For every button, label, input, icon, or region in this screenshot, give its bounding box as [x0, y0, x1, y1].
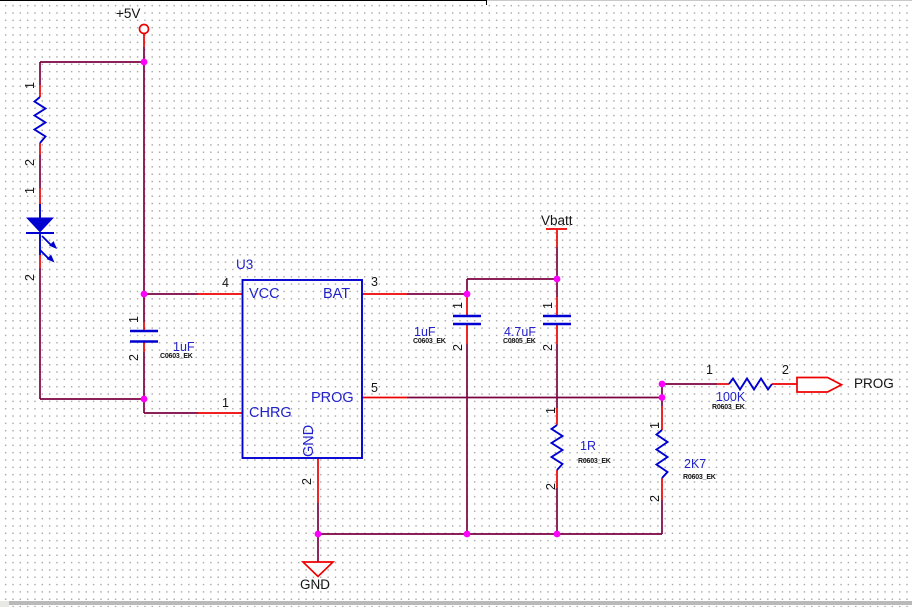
r3-footprint: R0603_EK [712, 404, 745, 411]
bottom-scrollbar-notch [0, 601, 9, 607]
top-border-dark [0, 0, 487, 1]
capacitor-c1-symbol[interactable] [130, 329, 158, 343]
ic-pin-number-1: 1 [222, 396, 229, 410]
net-label-gnd[interactable]: GND [300, 577, 330, 592]
c2-footprint: C0603_EK [413, 338, 446, 345]
resistor-1r-symbol[interactable] [549, 424, 565, 471]
power-port-gnd[interactable] [300, 561, 336, 578]
led-symbol[interactable] [26, 204, 57, 263]
top-border-light [487, 0, 912, 1]
ic-designator[interactable]: U3 [236, 257, 254, 272]
r-left-pin1-number: 1 [23, 82, 37, 89]
wire-vbatt-net[interactable] [407, 247, 558, 297]
led-emission-arrows [38, 235, 57, 263]
r1-pin2-number: 2 [544, 483, 558, 490]
c1-pin1-number: 1 [127, 316, 141, 323]
ic-pin-number-4: 4 [222, 276, 229, 290]
top-border-tick [486, 0, 487, 5]
c3-value[interactable]: 4.7uF [504, 325, 536, 339]
capacitor-c2-symbol[interactable] [453, 314, 481, 326]
capacitor-c3-symbol[interactable] [543, 314, 571, 326]
led-pin1-number: 1 [23, 187, 37, 194]
wire-5v-rail[interactable] [39, 47, 145, 322]
c1-pin2-number: 2 [127, 354, 141, 361]
r1-value[interactable]: 1R [580, 439, 596, 453]
r1-pin1-number: 1 [544, 407, 558, 414]
port-label-prog[interactable]: PROG [854, 376, 894, 391]
r3-pin1-number: 1 [706, 363, 713, 377]
resistor-100k-symbol[interactable] [728, 376, 773, 392]
power-port-5v[interactable] [138, 23, 150, 35]
bottom-scrollbar-edge[interactable] [0, 601, 912, 605]
c2-value[interactable]: 1uF [414, 325, 436, 339]
c3-pin2-number: 2 [541, 344, 555, 351]
ic-pin-number-2: 2 [300, 478, 314, 485]
c1-value[interactable]: 1uF [173, 340, 195, 354]
net-label-5v[interactable]: +5V [116, 6, 141, 21]
ic-pin-name-chrg: CHRG [249, 405, 292, 421]
r2-value[interactable]: 2K7 [684, 457, 707, 471]
ic-pin-name-bat: BAT [323, 286, 351, 302]
r-left-pin2-number: 2 [23, 159, 37, 166]
net-label-vbatt[interactable]: Vbatt [541, 213, 573, 228]
r2-pin1-number: 1 [648, 422, 662, 429]
r3-pin2-number: 2 [782, 363, 789, 377]
c3-pin1-number: 1 [541, 302, 555, 309]
ic-pin-number-3: 3 [371, 275, 378, 289]
c3-footprint: C0805_EK [503, 338, 536, 345]
ic-pin-name-vcc: VCC [249, 286, 280, 302]
c2-pin2-number: 2 [451, 344, 465, 351]
port-prog[interactable] [796, 376, 844, 393]
led-pin2-number: 2 [23, 274, 37, 281]
r2-pin2-number: 2 [648, 495, 662, 502]
c2-pin1-number: 1 [451, 302, 465, 309]
junction-dots [140, 58, 666, 538]
resistor-2k7-symbol[interactable] [654, 429, 670, 479]
resistor-left-symbol[interactable] [32, 96, 48, 144]
ic-pin-name-prog: PROG [311, 390, 354, 406]
wire-prog-net[interactable] [407, 383, 717, 406]
wire-chrg-net[interactable] [39, 268, 198, 414]
wire-gnd-bus[interactable] [317, 344, 663, 562]
r2-footprint: R0603_EK [683, 474, 716, 481]
r1-footprint: R0603_EK [578, 458, 611, 465]
c1-footprint: C0603_EK [160, 353, 193, 360]
r3-value[interactable]: 100K [716, 390, 746, 404]
ic-pin-number-5: 5 [371, 381, 378, 395]
ic-pin-name-gnd: GND [301, 424, 317, 457]
ic-u3-body[interactable] [241, 279, 363, 459]
pin-stubs [39, 33, 797, 503]
